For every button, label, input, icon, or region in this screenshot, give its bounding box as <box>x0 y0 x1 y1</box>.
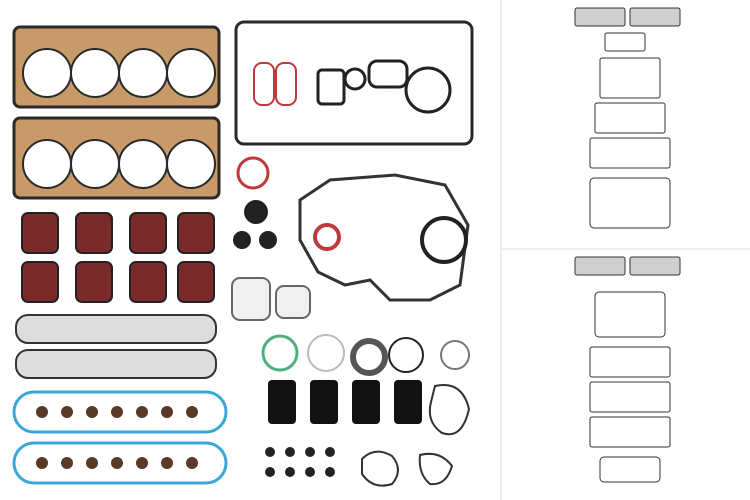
small-gaskets-group <box>253 59 452 114</box>
valve-cover-gasket-1 <box>12 390 228 434</box>
plug-gaskets <box>231 277 311 321</box>
timing-cover-gasket <box>298 173 470 302</box>
gallery-divider-horizontal <box>502 248 750 250</box>
main-product-image <box>12 20 474 487</box>
oring-set <box>388 337 424 373</box>
exhaust-gasket-1 <box>15 314 217 344</box>
rear-main-seal <box>420 216 468 264</box>
exhaust-gasket-2 <box>15 349 217 379</box>
front-crank-seal <box>313 223 341 251</box>
thumbnail-2-illustration <box>574 256 681 483</box>
head-gasket-2 <box>12 116 221 200</box>
egr-gaskets <box>268 380 422 424</box>
valve-cover-gasket-2 <box>12 441 228 485</box>
seal-dark <box>350 338 388 376</box>
thumbnail-1-illustration <box>574 7 681 229</box>
throttle-body-gasket <box>236 156 270 190</box>
valve-stem-seals <box>36 406 198 469</box>
water-pump-gasket <box>428 384 471 436</box>
intake-gasket-row-1 <box>21 212 215 254</box>
oil-pan-gasket <box>234 20 474 146</box>
thumbnail-2[interactable] <box>545 252 715 492</box>
sensor-gasket <box>244 200 268 224</box>
cap-gasket <box>440 340 470 370</box>
oring-white <box>307 334 345 372</box>
gasket-set-illustration <box>12 20 474 487</box>
head-gasket-1 <box>12 25 221 109</box>
gallery-divider-vertical <box>500 0 502 500</box>
small-bolts <box>265 447 335 477</box>
oring-green <box>261 334 299 372</box>
thumbnail-1[interactable] <box>545 3 715 243</box>
intake-gasket-row-2 <box>21 261 215 303</box>
